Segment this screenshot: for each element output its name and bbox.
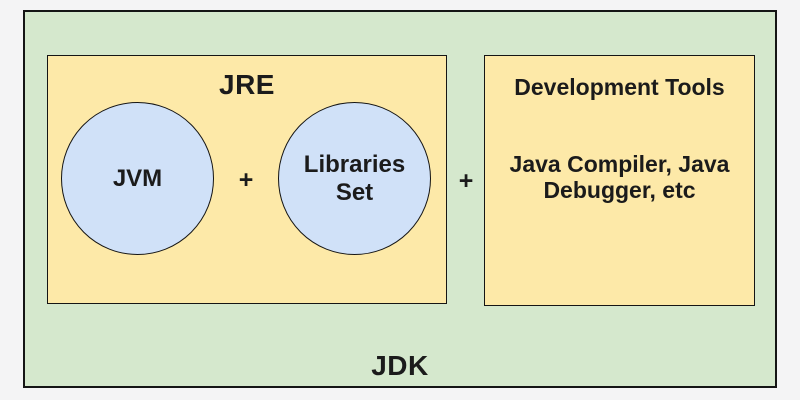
libraries-set-circle: Libraries Set	[278, 102, 431, 255]
libraries-set-label: Libraries Set	[303, 150, 406, 206]
plus-sign-jvm-libraries: +	[238, 165, 254, 194]
jvm-label: JVM	[112, 164, 163, 192]
development-tools-title: Development Tools	[514, 74, 725, 100]
development-tools-description: Java Compiler, Java Debugger, etc	[509, 151, 730, 204]
jvm-circle: JVM	[61, 102, 214, 255]
development-tools-box: Development Tools Java Compiler, Java De…	[484, 55, 755, 306]
jdk-label: JDK	[371, 350, 429, 381]
jre-label: JRE	[219, 69, 275, 100]
jre-box: JRE JVM + Libraries Set	[47, 55, 447, 304]
plus-sign-jre-devtools: +	[458, 166, 474, 195]
jdk-container-box: JRE JVM + Libraries Set + Development To…	[23, 10, 777, 388]
